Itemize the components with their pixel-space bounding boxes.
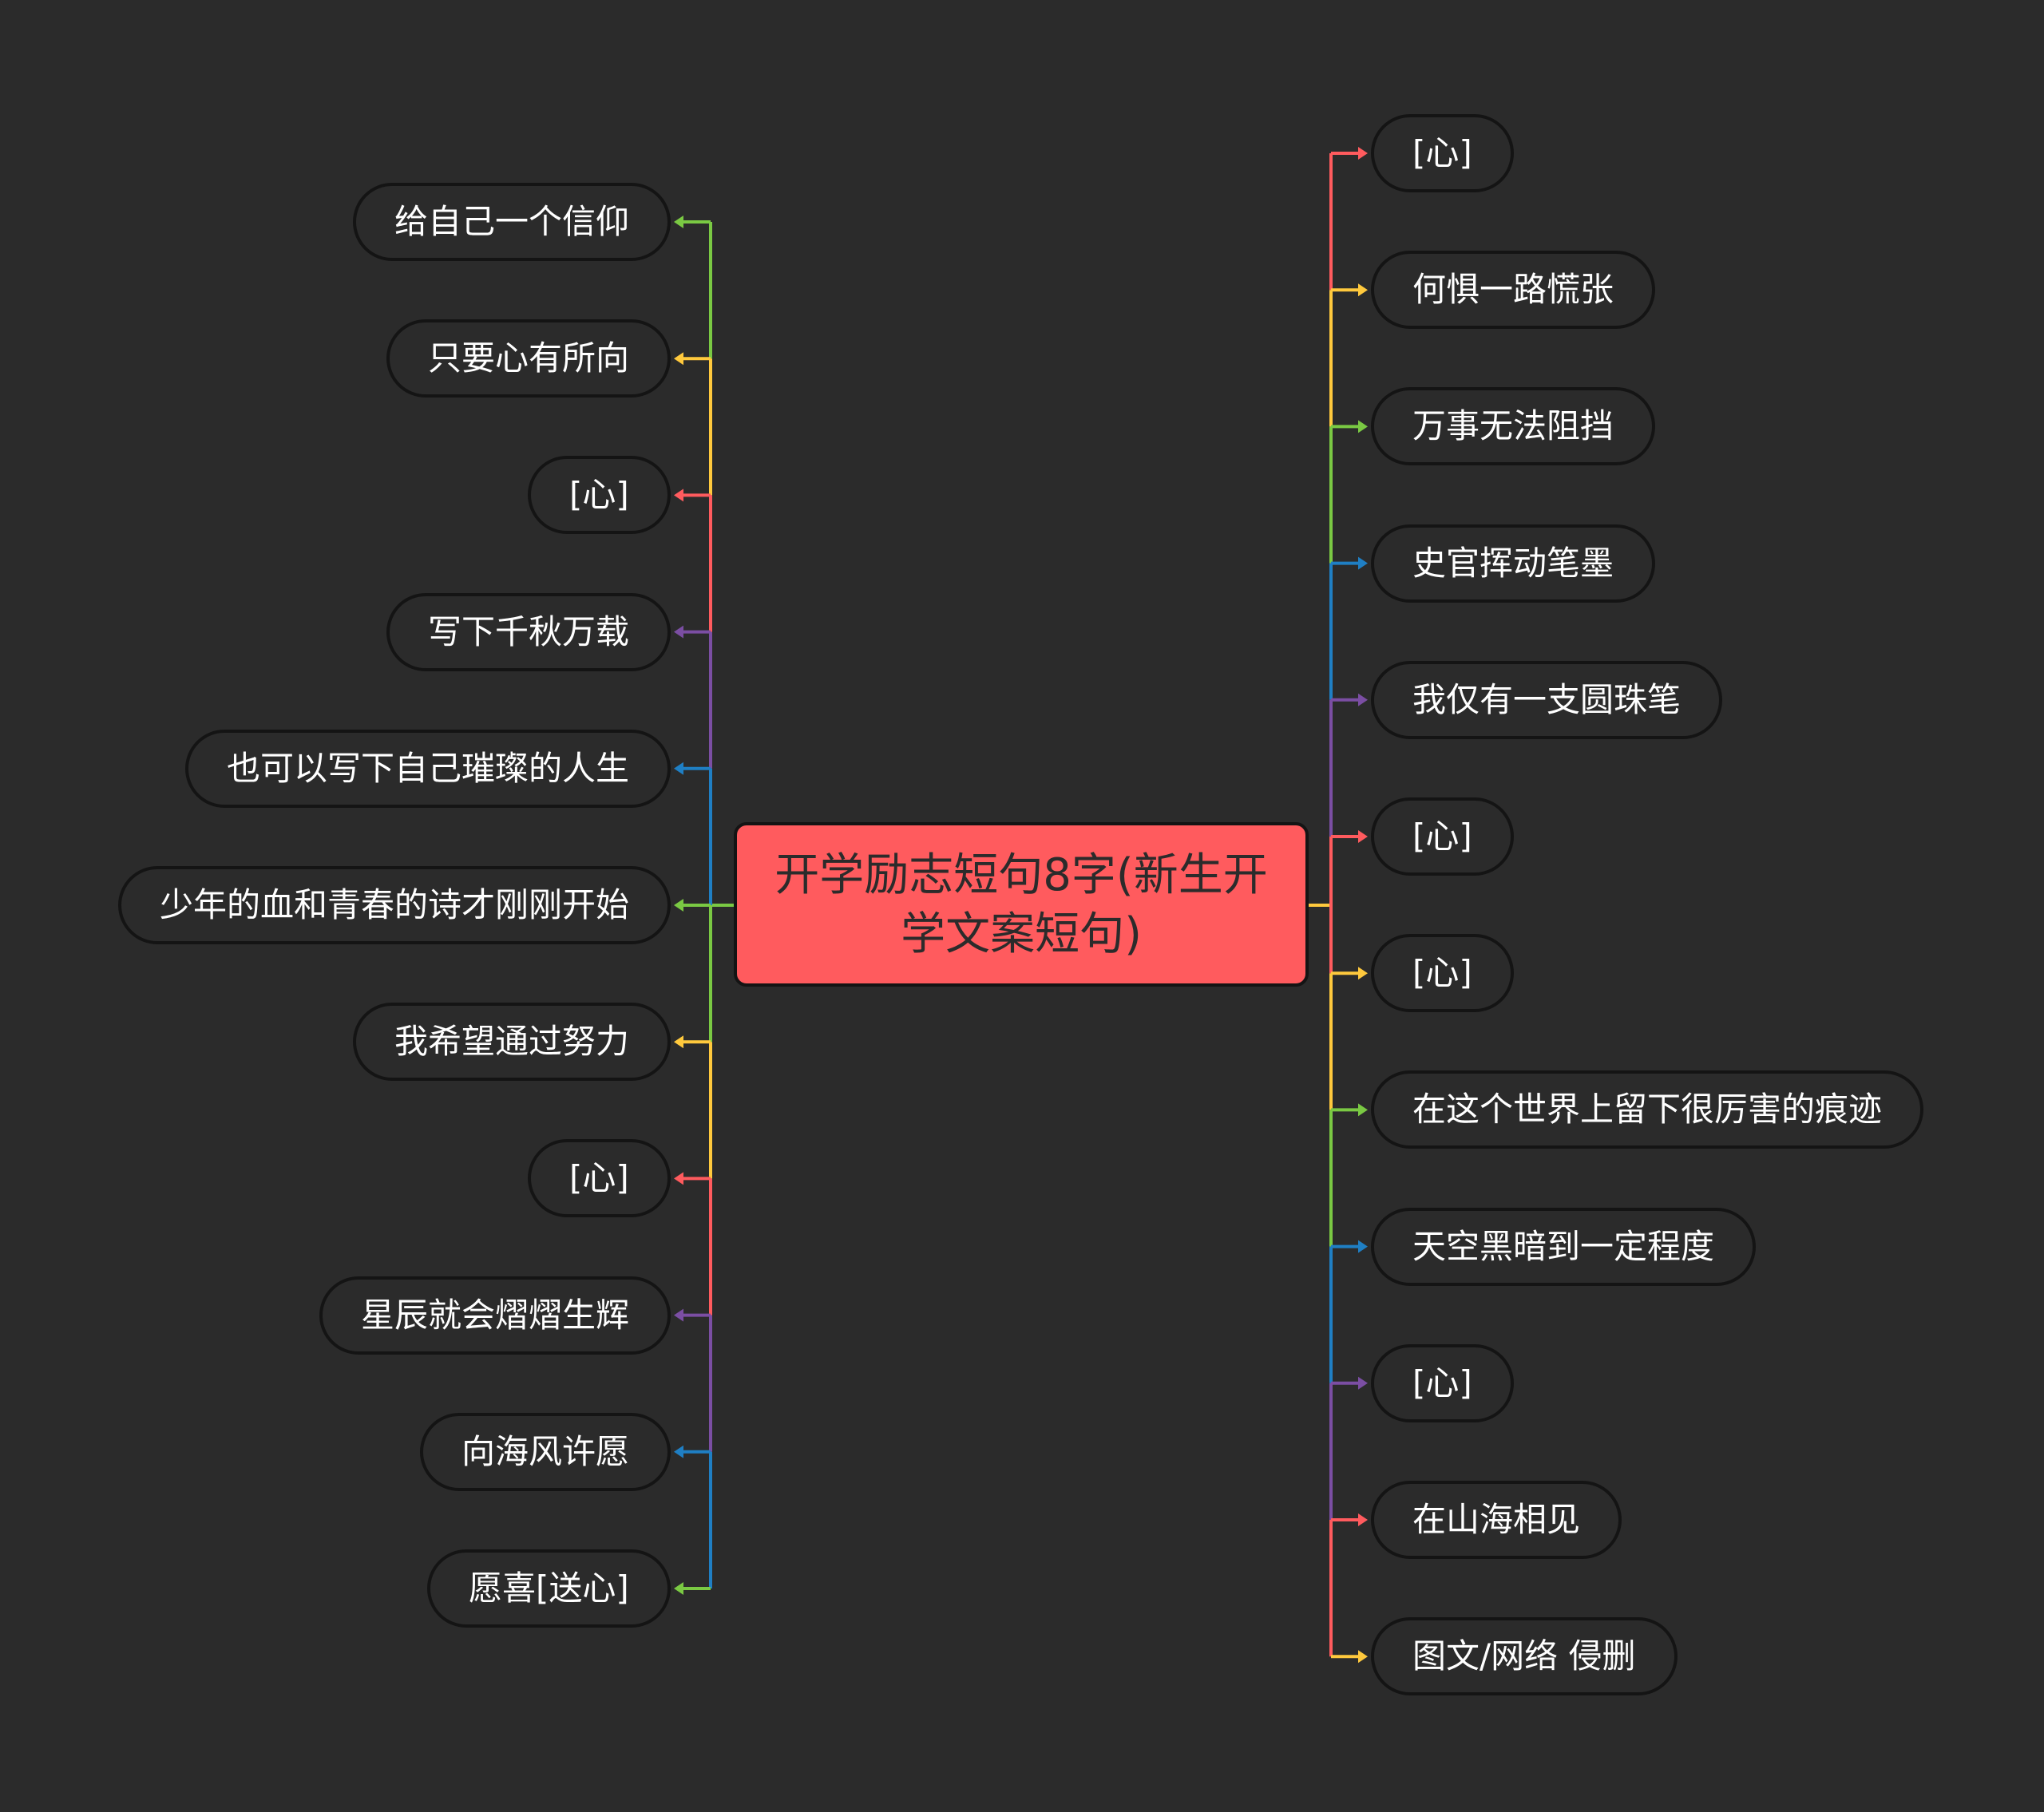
arrow-head [674,352,683,366]
right-branch-node[interactable]: [心] [1371,934,1514,1013]
branch-label: 图文/网络 侵删 [1412,1636,1636,1676]
arrow-head [1358,420,1368,433]
arrow-head [674,899,683,912]
arrow-head [1358,147,1368,160]
arrow-head [1358,283,1368,297]
arrow-head [674,625,683,639]
arrow-head [674,1308,683,1322]
branch-label: [心] [1412,133,1472,172]
arrow-head [1358,1103,1368,1117]
arrow-head [1358,1513,1368,1526]
left-branch-node[interactable]: 给自己一个信仰 [353,183,671,261]
branch-label: 在这个世界上留下很厉害的痕迹 [1412,1090,1883,1130]
branch-label: [心] [569,475,629,515]
arrow-head [1358,693,1368,706]
root-topic[interactable]: 开学励志短句8字(新生开学文案短句) [734,822,1309,987]
branch-label: 天空黑暗到一定程度 [1412,1226,1715,1266]
left-branch-node[interactable]: 少年的血和青春的诗才刚刚开始 [118,866,671,944]
left-branch-node[interactable]: 也可以写下自己璀璨的人生 [185,729,671,808]
arrow-head [1358,556,1368,570]
arrow-head [1358,1650,1368,1664]
branch-label: 星辰就会熠熠生辉 [361,1295,630,1335]
branch-label: 万事无法阻挡 [1412,406,1614,446]
left-branch-node[interactable]: 星辰就会熠熠生辉 [319,1276,671,1355]
right-branch-node[interactable]: [心] [1371,114,1514,192]
arrow-head [1358,967,1368,980]
arrow-head [674,216,683,228]
branch-label: [心] [1412,1363,1472,1403]
right-branch-node[interactable]: 在这个世界上留下很厉害的痕迹 [1371,1070,1924,1149]
right-branch-node[interactable]: [心] [1371,1343,1514,1422]
right-branch-node[interactable]: 何惧一路慌张 [1371,251,1656,330]
right-branch-node[interactable]: 天空黑暗到一定程度 [1371,1207,1757,1286]
branch-label: 我仅有一支圆珠笔 [1412,679,1682,719]
arrow-head [674,1172,683,1185]
branch-label: 向海风许愿 [461,1431,630,1471]
branch-label: 我希望通过努力 [394,1022,630,1062]
arrow-head [674,1445,683,1458]
branch-label: [心] [1412,953,1472,993]
left-branch-node[interactable]: 只要心有所向 [386,319,671,398]
right-branch-node[interactable]: 万事无法阻挡 [1371,387,1656,466]
branch-label: 给自己一个信仰 [394,202,630,241]
left-branch-node[interactable]: 愿喜[送心] [427,1549,671,1628]
right-branch-node[interactable]: 我仅有一支圆珠笔 [1371,660,1723,739]
left-branch-node[interactable]: [心] [528,1139,671,1218]
branch-label: 愿喜[送心] [469,1569,629,1608]
left-branch-node[interactable]: 我希望通过努力 [353,1003,671,1082]
root-topic-label: 开学励志短句8字(新生开学文案短句) [774,849,1268,960]
left-branch-node[interactable]: 写下千秋万载 [386,592,671,671]
arrow-head [674,489,683,502]
left-branch-node[interactable]: [心] [528,456,671,535]
arrow-head [674,1035,683,1049]
arrow-head [674,762,683,775]
branch-label: [心] [1412,817,1472,856]
branch-label: 少年的血和青春的诗才刚刚开始 [160,885,630,924]
branch-label: 史官挥动笔墨 [1412,543,1614,583]
arrow-head [674,1582,683,1595]
branch-label: [心] [569,1158,629,1198]
branch-label: 只要心有所向 [428,338,630,378]
arrow-head [1358,830,1368,843]
arrow-head [1358,1376,1368,1390]
right-branch-node[interactable]: 图文/网络 侵删 [1371,1617,1678,1696]
left-branch-node[interactable]: 向海风许愿 [420,1412,671,1491]
branch-label: 写下千秋万载 [428,611,630,651]
branch-label: 也可以写下自己璀璨的人生 [227,748,630,788]
branch-label: 在山海相见 [1412,1500,1581,1539]
right-branch-node[interactable]: 在山海相见 [1371,1481,1622,1559]
right-branch-node[interactable]: 史官挥动笔墨 [1371,524,1656,603]
branch-label: 何惧一路慌张 [1412,270,1614,310]
right-branch-node[interactable]: [心] [1371,797,1514,876]
arrow-head [1358,1240,1368,1253]
